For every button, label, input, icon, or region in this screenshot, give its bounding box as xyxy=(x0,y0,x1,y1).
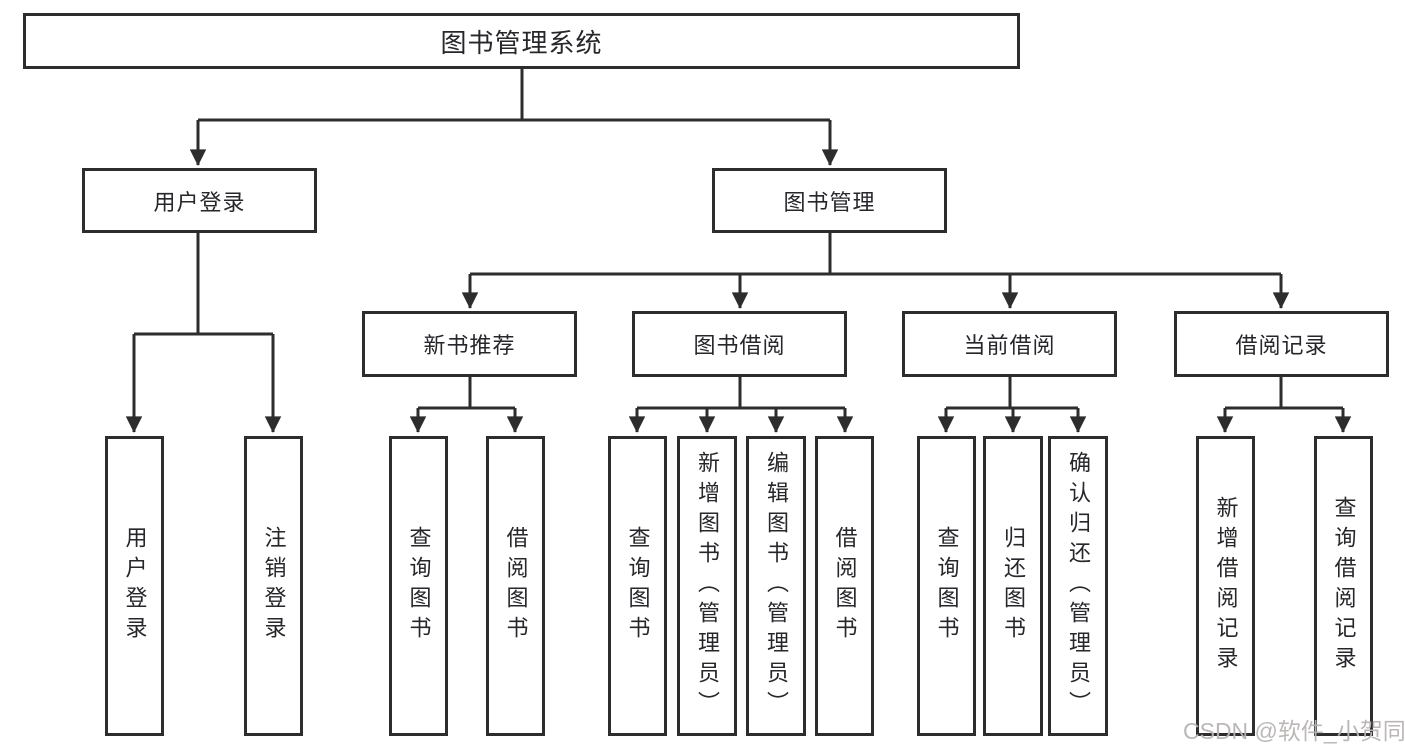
leaf-borrow-edit-books-admin: 编辑图书（管理员） xyxy=(746,436,806,736)
leaf-logout: 注销登录 xyxy=(244,436,303,736)
leaf-newbook-query-books-label: 查询图书 xyxy=(406,526,432,646)
leaf-current-query-books: 查询图书 xyxy=(917,436,976,736)
leaf-borrow-edit-books-admin-label: 编辑图书（管理员） xyxy=(764,451,789,721)
leaf-current-return-books-label: 归还图书 xyxy=(1001,526,1026,646)
leaf-borrow-query-books: 查询图书 xyxy=(608,436,667,736)
leaf-records-query-record-label: 查询借阅记录 xyxy=(1331,496,1357,676)
node-book-borrow-label: 图书借阅 xyxy=(693,333,786,358)
node-borrow-records: 借阅记录 xyxy=(1174,311,1389,377)
csdn-watermark: CSDN @软件_小贺同学 xyxy=(1183,718,1405,744)
leaf-records-query-record: 查询借阅记录 xyxy=(1314,436,1373,736)
leaf-borrow-borrow-books-label: 借阅图书 xyxy=(832,526,858,646)
node-book-borrow: 图书借阅 xyxy=(632,311,847,377)
node-root: 图书管理系统 xyxy=(23,13,1020,69)
leaf-user-login-label: 用户登录 xyxy=(122,526,148,646)
leaf-current-confirm-return-admin: 确认归还（管理员） xyxy=(1048,436,1108,736)
node-user-login: 用户登录 xyxy=(82,168,317,233)
leaf-current-return-books: 归还图书 xyxy=(983,436,1043,736)
leaf-records-add-record-label: 新增借阅记录 xyxy=(1213,496,1239,676)
leaf-newbook-query-books: 查询图书 xyxy=(389,436,448,736)
node-book-management: 图书管理 xyxy=(712,168,947,233)
leaf-newbook-borrow-books: 借阅图书 xyxy=(486,436,545,736)
leaf-borrow-add-books-admin-label: 新增图书（管理员） xyxy=(695,451,720,721)
leaf-newbook-borrow-books-label: 借阅图书 xyxy=(503,526,529,646)
leaf-borrow-add-books-admin: 新增图书（管理员） xyxy=(677,436,737,736)
leaf-user-login: 用户登录 xyxy=(105,436,164,736)
node-current-borrow-label: 当前借阅 xyxy=(963,333,1056,358)
leaf-current-query-books-label: 查询图书 xyxy=(934,526,960,646)
leaf-current-confirm-return-admin-label: 确认归还（管理员） xyxy=(1066,451,1091,721)
node-new-book-recommend-label: 新书推荐 xyxy=(423,333,516,358)
node-root-label: 图书管理系统 xyxy=(440,27,603,58)
leaf-borrow-borrow-books: 借阅图书 xyxy=(815,436,874,736)
leaf-borrow-query-books-label: 查询图书 xyxy=(625,526,651,646)
leaf-logout-label: 注销登录 xyxy=(261,526,287,646)
node-new-book-recommend: 新书推荐 xyxy=(362,311,577,377)
node-user-login-label: 用户登录 xyxy=(153,189,246,215)
node-current-borrow: 当前借阅 xyxy=(902,311,1117,377)
node-book-management-label: 图书管理 xyxy=(783,189,876,215)
node-borrow-records-label: 借阅记录 xyxy=(1235,333,1328,358)
leaf-records-add-record: 新增借阅记录 xyxy=(1196,436,1255,736)
